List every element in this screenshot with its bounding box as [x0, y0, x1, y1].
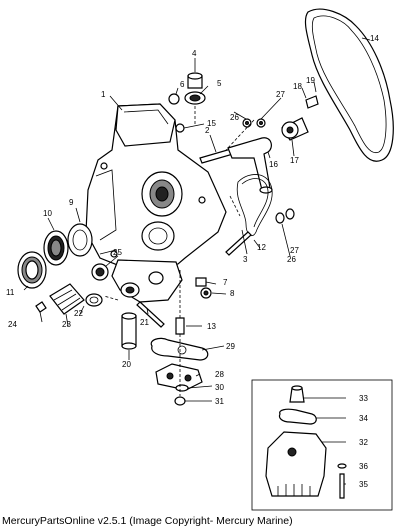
callout-13: 13: [207, 322, 216, 331]
callout-22: 22: [74, 309, 83, 318]
callout-27: 27: [276, 90, 285, 99]
callout-20: 20: [122, 360, 131, 369]
cover-plate-parts[interactable]: [150, 337, 209, 406]
callout-2: 2: [205, 126, 210, 135]
callout-33: 33: [359, 394, 368, 403]
callout-21: 21: [140, 318, 149, 327]
callout-6: 6: [180, 80, 185, 89]
callout-23: 23: [62, 320, 71, 329]
callout-26: 26: [287, 255, 296, 264]
callout-1: 1: [101, 90, 106, 99]
callout-9: 9: [69, 198, 74, 207]
callout-30: 30: [215, 383, 224, 392]
callout-11: 11: [6, 288, 15, 297]
callout-27b: 27: [290, 246, 299, 255]
callout-7: 7: [223, 278, 228, 287]
callout-10: 10: [43, 209, 52, 218]
gear-housing[interactable]: [85, 103, 227, 303]
callout-16: 16: [269, 160, 278, 169]
seal-gasket[interactable]: [236, 174, 273, 237]
callout-31: 31: [215, 397, 224, 406]
callout-19: 19: [306, 76, 315, 85]
callout-34: 34: [359, 414, 368, 423]
callout-labels: 1 2 3 4 5 6 7 8 9 10 11 12 13 14 15 16 1…: [6, 34, 379, 489]
dashed-guides: [103, 106, 255, 396]
callout-12: 12: [257, 243, 266, 252]
stud-parts[interactable]: [225, 208, 295, 256]
callout-26b: 26: [230, 113, 239, 122]
callout-29: 29: [226, 342, 235, 351]
small-fastener-parts[interactable]: [175, 95, 319, 141]
callout-15: 15: [207, 119, 216, 128]
shift-shaft[interactable]: [199, 137, 273, 194]
callout-25: 25: [113, 248, 122, 257]
leader-lines: [23, 37, 371, 485]
callout-24: 24: [8, 320, 17, 329]
callout-14: 14: [370, 34, 379, 43]
fitting-parts[interactable]: [175, 277, 212, 335]
callout-17: 17: [290, 156, 299, 165]
inset-box: [251, 379, 393, 511]
pin-parts[interactable]: [121, 301, 165, 350]
callout-18: 18: [293, 82, 302, 91]
callout-35: 35: [359, 480, 368, 489]
bushing-parts[interactable]: [168, 72, 206, 105]
callout-36: 36: [359, 462, 368, 471]
callout-8: 8: [230, 289, 235, 298]
callout-4: 4: [192, 49, 197, 58]
image-caption: MercuryPartsOnline v2.5.1 (Image Copyrig…: [2, 515, 293, 527]
callout-5: 5: [217, 79, 222, 88]
callout-32: 32: [359, 438, 368, 447]
gasket-part[interactable]: [304, 8, 394, 162]
callout-3: 3: [243, 255, 248, 264]
bearing-assembly[interactable]: [17, 223, 117, 315]
callout-28: 28: [215, 370, 224, 379]
